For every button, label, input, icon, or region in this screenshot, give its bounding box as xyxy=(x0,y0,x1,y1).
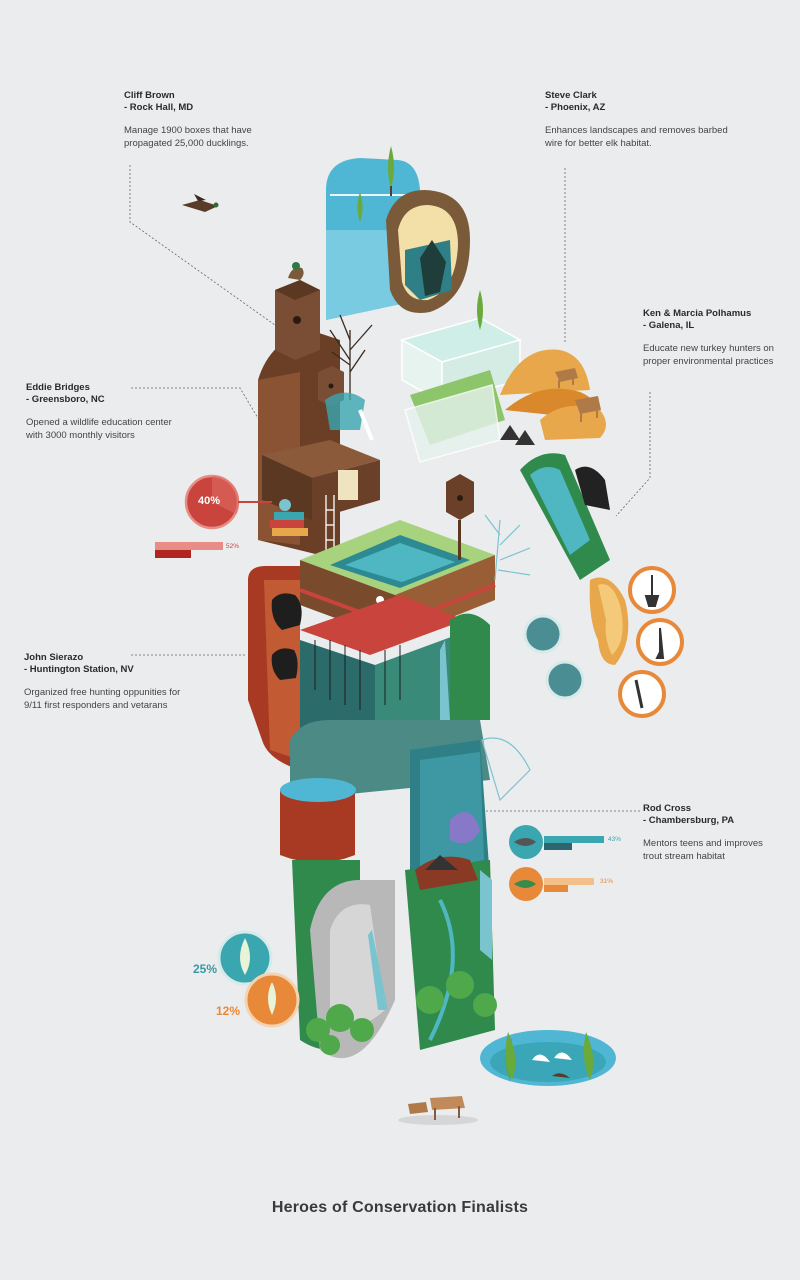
eddie-bar-percent: 52% xyxy=(226,543,240,550)
callout-description: Opened a wildlife education center with … xyxy=(26,417,172,441)
left-leg xyxy=(292,860,395,1059)
callout-location: - Galena, IL xyxy=(643,320,695,331)
callout-john-sierazo: John Sierazo - Huntington Station, NV Or… xyxy=(24,652,184,712)
callout-location: - Chambersburg, PA xyxy=(643,815,735,826)
callout-name: Steve Clark xyxy=(545,90,597,101)
callout-name: Rod Cross xyxy=(643,803,692,814)
turkey-arm xyxy=(520,453,629,665)
bear-arm xyxy=(248,566,302,770)
eddie-bar-chart xyxy=(155,542,223,558)
swan-lake xyxy=(480,1030,616,1086)
callout-name: Ken & Marcia Polhamus xyxy=(643,308,752,319)
callout-name: Cliff Brown xyxy=(124,90,175,101)
rod-fish2-percent: 31% xyxy=(600,878,614,885)
callout-description: Educate new turkey hunters on proper env… xyxy=(643,343,774,367)
callout-location: - Phoenix, AZ xyxy=(545,102,606,113)
callout-name: Eddie Bridges xyxy=(26,382,90,393)
callout-description: Mentors teens and improves trout stream … xyxy=(643,838,763,862)
tree1-percent-label: 25% xyxy=(193,962,218,976)
callout-rod-cross: Rod Cross - Chambersburg, PA Mentors tee… xyxy=(643,803,773,863)
ear-cliff xyxy=(386,190,470,314)
callout-location: - Huntington Station, NV xyxy=(24,664,134,675)
callout-cliff-brown: Cliff Brown - Rock Hall, MD Manage 1900 … xyxy=(124,90,294,150)
eddie-percent-circle xyxy=(184,474,272,530)
tree-percent-circles xyxy=(217,930,300,1028)
tree2-percent-label: 12% xyxy=(216,1004,241,1018)
callout-name: John Sierazo xyxy=(24,652,84,663)
rod-fish1-percent: 43% xyxy=(608,836,622,843)
callout-description: Organized free hunting oppunities for 9/… xyxy=(24,687,181,711)
elk-hills xyxy=(500,349,606,445)
fenced-enclosure xyxy=(400,290,522,463)
connector-lines xyxy=(129,165,651,812)
callout-description: Manage 1900 boxes that have propagated 2… xyxy=(124,125,252,149)
hips-aquarium xyxy=(290,720,531,900)
callout-description: Enhances landscapes and removes barbed w… xyxy=(545,125,728,149)
callout-location: - Greensboro, NC xyxy=(26,394,105,405)
callout-steve-clark: Steve Clark - Phoenix, AZ Enhances lands… xyxy=(545,90,730,150)
right-leg xyxy=(405,855,497,1050)
callout-polhamus: Ken & Marcia Polhamus - Galena, IL Educa… xyxy=(643,308,788,368)
flying-duck-icon xyxy=(182,194,219,212)
deer-at-feet xyxy=(398,1096,478,1125)
eddie-percent-label: 40% xyxy=(198,495,221,507)
page-title: Heroes of Conservation Finalists xyxy=(271,1199,529,1216)
tool-icons xyxy=(523,566,684,718)
pool-cylinder xyxy=(280,778,356,863)
callout-location: - Rock Hall, MD xyxy=(124,102,194,113)
callout-eddie-bridges: Eddie Bridges - Greensboro, NC Opened a … xyxy=(26,382,176,442)
rod-cross-stats xyxy=(509,825,604,901)
